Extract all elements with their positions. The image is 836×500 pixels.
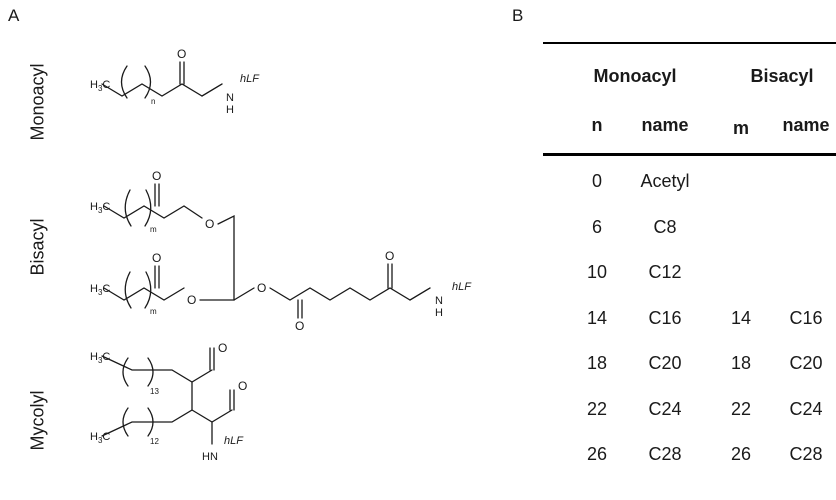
monoacyl-n: N [226,92,234,104]
chemical-structures: H3C O n N H hLF H3C O m O H3C O m O O O … [90,47,472,463]
panel-label-a: A [8,6,20,25]
table-cell-name: C16 [789,307,823,328]
mycolyl-amide-oxygen: O [238,379,247,393]
mycolyl-repeat-13: 13 [150,387,159,396]
table-cell-n: 14 [586,307,608,328]
table-cell-name: C20 [789,353,823,373]
table-cell-name: Acetyl [640,171,690,191]
table-header-rule [543,153,836,156]
bisacyl-structure [103,183,431,319]
bisacyl-ester-oxygen-glycerol: O [257,281,266,295]
mycolyl-hn: HN [202,451,218,463]
table-cell-n: 26 [586,444,608,464]
table-cell-m: 22 [730,398,752,419]
bisacyl-carbonyl-oxygen-top: O [152,169,161,183]
bisacyl-methyl-top: H3C [90,201,110,215]
mycolyl-methyl-top: H3C [90,351,110,365]
table-cell-m: 26 [730,444,752,464]
table-cell-name: C28 [789,444,823,464]
monoacyl-repeat-n: n [151,97,155,106]
monoacyl-carbonyl-oxygen: O [177,47,186,61]
table-top-rule [543,42,836,44]
table-cell-name: C12 [648,262,682,282]
group-header-monoacyl: Monoacyl [593,66,677,86]
bisacyl-ester-oxygen-top: O [205,217,214,231]
sub-header-name-bis: name [782,115,830,135]
table-cell-n: 0 [591,171,602,191]
monoacyl-methyl: H3C [90,79,110,93]
table-cell-name: C20 [648,353,682,373]
table-cell-n: 22 [586,398,608,419]
bisacyl-repeat-m-bottom: m [150,307,157,316]
group-header-bisacyl: Bisacyl [750,66,814,86]
table-cell-m: 18 [730,353,752,373]
monoacyl-structure [101,61,223,99]
bisacyl-ester-oxygen-bottom: O [187,293,196,307]
table-cell-name: C8 [653,216,677,237]
table-cell-name: C24 [789,398,823,419]
mycolyl-ketone-oxygen: O [218,341,227,355]
mycolyl-structure [101,347,235,445]
panel-label-b: B [512,6,524,25]
sub-header-name-mono: name [641,115,689,135]
monoacyl-h: H [226,104,234,116]
table-cell-m: 14 [730,307,752,328]
table-cell-n: 10 [586,262,608,282]
table-cell-name: C28 [648,444,682,464]
bisacyl-succinyl-oxygen: O [295,319,304,333]
sub-header-m: m [732,118,749,138]
mycolyl-repeat-12: 12 [150,437,159,446]
table-cell-n: 6 [591,216,602,237]
bisacyl-hlf: hLF [452,281,472,293]
mycolyl-hlf: hLF [224,435,244,447]
bisacyl-n: N [435,295,443,307]
table-cell-name: C24 [648,398,682,419]
monoacyl-hlf: hLF [240,73,260,85]
bisacyl-carbonyl-oxygen-bottom: O [152,251,161,265]
sub-header-n: n [591,115,603,135]
bisacyl-repeat-m-top: m [150,225,157,234]
table-cell-n: 18 [586,353,608,373]
bisacyl-methyl-bottom: H3C [90,283,110,297]
bisacyl-h: H [435,307,443,319]
bisacyl-amide-oxygen: O [385,249,394,263]
mycolyl-methyl-bottom: H3C [90,431,110,445]
table-cell-name: C16 [648,307,682,328]
